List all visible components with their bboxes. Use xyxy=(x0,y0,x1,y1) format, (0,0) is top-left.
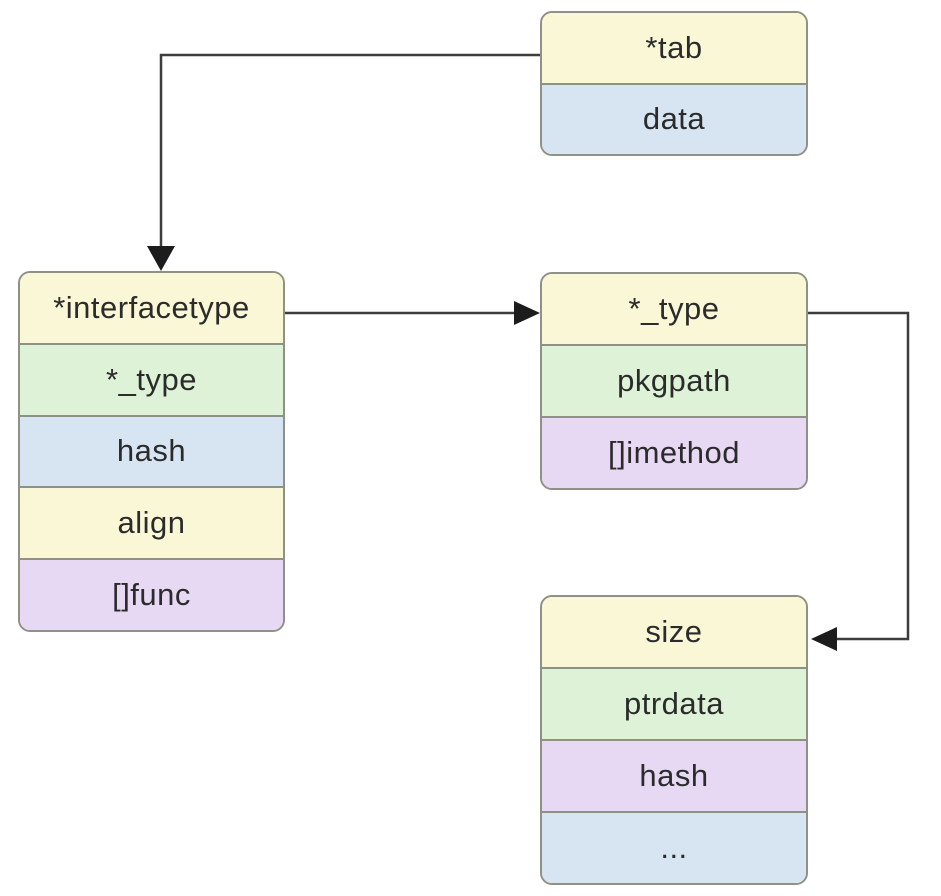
size-field-hash-label: hash xyxy=(639,758,709,793)
interfacetype-field-interfacetype-label: *interfacetype xyxy=(53,289,250,325)
interfacetype-field-align-label: align xyxy=(117,505,186,541)
arrow-type-to-size xyxy=(808,311,910,651)
itab-field-tab-label: *tab xyxy=(645,29,703,65)
itab-struct-box: *tab data xyxy=(540,11,808,156)
interfacetype-field-interfacetype: *interfacetype xyxy=(20,273,283,343)
arrow-interfacetype-to-type xyxy=(285,301,540,325)
interfacetype-struct-box: *interfacetype *_type hash align []func xyxy=(18,271,285,632)
interfacetype-field-align: align xyxy=(20,486,283,559)
size-field-size: size xyxy=(542,597,806,667)
size-field-size-label: size xyxy=(645,614,703,649)
size-field-ellipsis-label: ... xyxy=(660,830,688,865)
interfacetype-field-hash: hash xyxy=(20,414,283,487)
type-field-type-label: *_type xyxy=(628,291,720,326)
interfacetype-field-func-label: []func xyxy=(112,577,191,613)
type-field-pkgpath: pkgpath xyxy=(542,344,806,416)
itab-field-data-label: data xyxy=(642,101,706,137)
type-struct-box: *_type pkgpath []imethod xyxy=(540,272,808,490)
size-field-ptrdata: ptrdata xyxy=(542,667,806,739)
size-field-ellipsis: ... xyxy=(542,811,806,883)
size-field-hash: hash xyxy=(542,739,806,811)
interfacetype-field-type-label: *_type xyxy=(106,361,197,397)
size-struct-box: size ptrdata hash ... xyxy=(540,595,808,885)
type-field-pkgpath-label: pkgpath xyxy=(617,363,731,398)
arrow-tab-to-interfacetype xyxy=(147,53,540,271)
type-field-imethod: []imethod xyxy=(542,416,806,488)
size-field-ptrdata-label: ptrdata xyxy=(623,686,724,721)
type-field-type: *_type xyxy=(542,274,806,344)
interfacetype-field-type: *_type xyxy=(20,342,283,415)
type-field-imethod-label: []imethod xyxy=(607,435,740,470)
itab-field-tab: *tab xyxy=(542,13,806,83)
interfacetype-field-hash-label: hash xyxy=(116,433,187,469)
interfacetype-field-func: []func xyxy=(20,558,283,630)
itab-field-data: data xyxy=(542,82,806,154)
